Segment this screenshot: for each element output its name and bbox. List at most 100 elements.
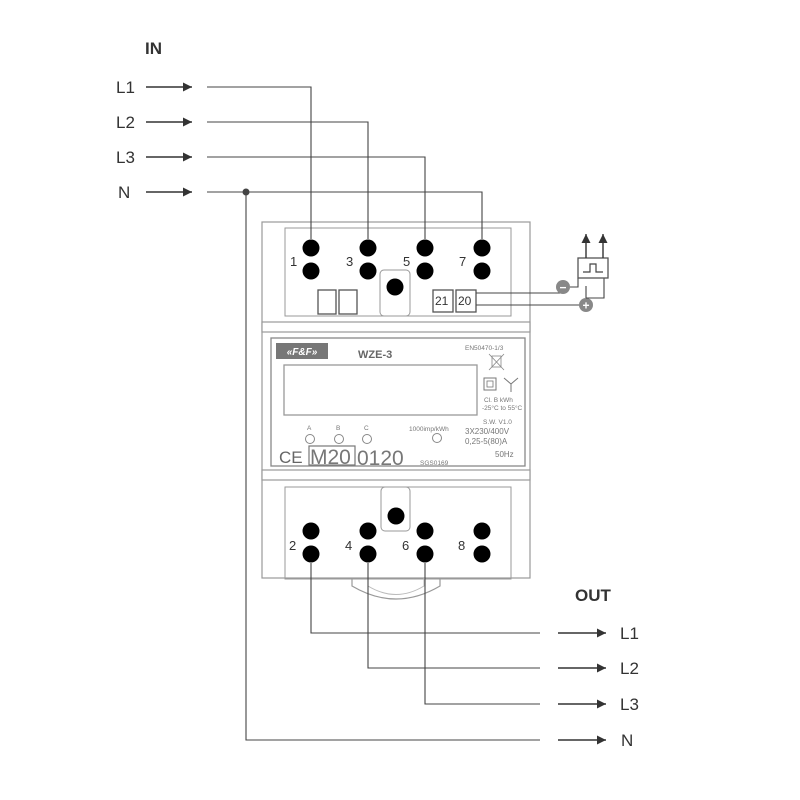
wire-in-l3 [207,156,426,239]
terminal-5-label: 5 [403,254,410,269]
class-text: Cl. B kWh [484,397,513,404]
screw-icon [302,262,320,280]
out-n: N [558,731,633,750]
frequency-text: 50Hz [495,450,514,459]
weee-bin-icon [488,353,505,371]
wire-in-l2 [207,121,369,239]
screw-icon [386,278,404,296]
lcd-display [283,364,478,416]
wire-in-n [207,191,483,239]
pulse-terminal-20 [455,289,477,313]
screw-icon [359,545,377,563]
neutral-junction-dot [242,188,250,196]
plus-sign: + [582,299,589,313]
phase-c-led [362,434,372,444]
screw-icon [359,239,377,257]
housing-rail-bottom [261,469,531,481]
cert-number: SGS0169 [420,460,449,467]
terminal-3-label: 3 [346,254,353,269]
pulse-led [432,433,442,443]
wire-neutral-through [245,192,540,741]
screw-icon [359,522,377,540]
in-title: IN [145,39,162,58]
terminal-1-label: 1 [290,254,297,269]
out-l1-label: L1 [620,624,639,643]
double-insulation-icon [483,377,497,391]
out-l2-label: L2 [620,659,639,678]
standard-text: EN50470-1/3 [465,345,504,352]
screw-icon [302,545,320,563]
screw-icon [473,239,491,257]
screw-icon [302,239,320,257]
screw-icon [473,545,491,563]
output-wires [310,563,540,705]
screw-icon [416,545,434,563]
in-l3: L3 [116,148,192,167]
meter-face: «F&F» WZE-3 EN50470-1/3 Cl. B kWh -25°C … [270,337,526,470]
screw-icon [387,507,405,525]
pulse-terminal-21 [432,289,454,313]
screw-icon [416,262,434,280]
pulse-wave-icon [583,263,603,273]
phase-a-led [305,434,315,444]
brand-logo-text: «F&F» [287,347,318,358]
screw-icon [473,262,491,280]
in-n: N [118,183,192,202]
terminal-2-label: 2 [289,538,296,553]
screw-icon [416,239,434,257]
seal-screw-top [386,278,404,296]
terminal-4-label: 4 [345,538,352,553]
sw-version-text: S.W. V1.0 [483,419,512,426]
in-l2: L2 [116,113,192,132]
out-title: OUT [575,586,612,605]
phase-b-led [334,434,344,444]
screw-icon [473,522,491,540]
wire-out-l3 [424,563,540,705]
housing-rail-top [261,321,531,333]
notified-body-number: 0120 [357,447,404,470]
screw-icon [302,522,320,540]
impulse-text: 1000imp/kWh [409,426,449,433]
temp-range-text: -25°C to 55°C [482,404,523,412]
din-clip-inner [367,578,425,595]
pulse-counter-box [577,257,609,279]
out-l3: L3 [558,695,639,714]
in-l1-label: L1 [116,78,135,97]
phase-a-label: A [307,425,312,432]
empty-slot-right [338,289,358,315]
phase-b-label: B [336,425,340,432]
empty-slot-left [317,289,337,315]
metrology-mark: M20 [310,446,351,469]
current-text: 0,25-5(80)A [465,437,508,446]
ce-mark: CE [279,448,303,467]
in-n-label: N [118,183,130,202]
screw-icon [416,522,434,540]
din-clip [351,578,441,600]
terminal-8-label: 8 [458,538,465,553]
in-l2-label: L2 [116,113,135,132]
terminal-7-label: 7 [459,254,466,269]
out-l2: L2 [558,659,639,678]
out-n-label: N [621,731,633,750]
seal-screw-bottom [387,507,405,525]
wire-in-l1 [207,86,312,239]
voltage-text: 3X230/400V [465,427,510,436]
input-wires [207,86,540,741]
screw-icon [359,262,377,280]
three-phase-icon [503,377,519,392]
out-l1: L1 [558,624,639,643]
model-name: WZE-3 [358,349,392,361]
minus-sign: − [559,281,566,295]
pulse-20-label: 20 [458,294,472,308]
pulse-21-label: 21 [435,294,449,308]
phase-c-label: C [364,425,369,432]
in-l3-label: L3 [116,148,135,167]
brand-logo [276,343,328,359]
pulse-output: − + [476,234,609,313]
plus-terminal [579,298,593,312]
metrology-mark-box [308,445,356,466]
terminal-6-label: 6 [402,538,409,553]
minus-terminal [556,280,570,294]
in-l1: L1 [116,78,192,97]
